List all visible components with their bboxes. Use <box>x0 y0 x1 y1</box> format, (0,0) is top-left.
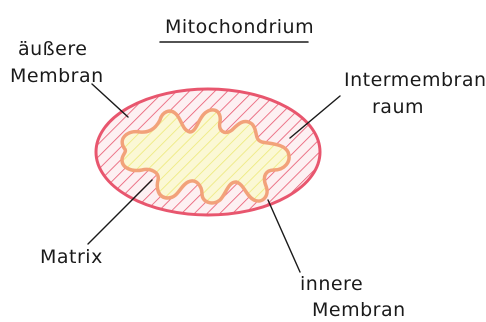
outer-membrane-label-line1: äußere <box>18 38 87 60</box>
inner-membrane-label-line1: innere <box>300 273 363 295</box>
outer-membrane-label-line2: Membran <box>10 65 104 87</box>
inner-membrane-label-line2: Membran <box>312 299 406 321</box>
inner-membrane-leader <box>268 200 300 272</box>
label-intermembrane-space: Intermembran- raum <box>290 69 486 138</box>
diagram-title: Mitochondrium <box>165 16 314 38</box>
label-inner-membrane: innere Membran <box>268 200 406 321</box>
outer-membrane-leader <box>92 84 128 117</box>
intermembrane-label-line2: raum <box>372 96 424 118</box>
matrix-label: Matrix <box>40 246 103 268</box>
label-outer-membrane: äußere Membran <box>10 38 128 117</box>
intermembrane-label-line1: Intermembran- <box>344 69 486 91</box>
